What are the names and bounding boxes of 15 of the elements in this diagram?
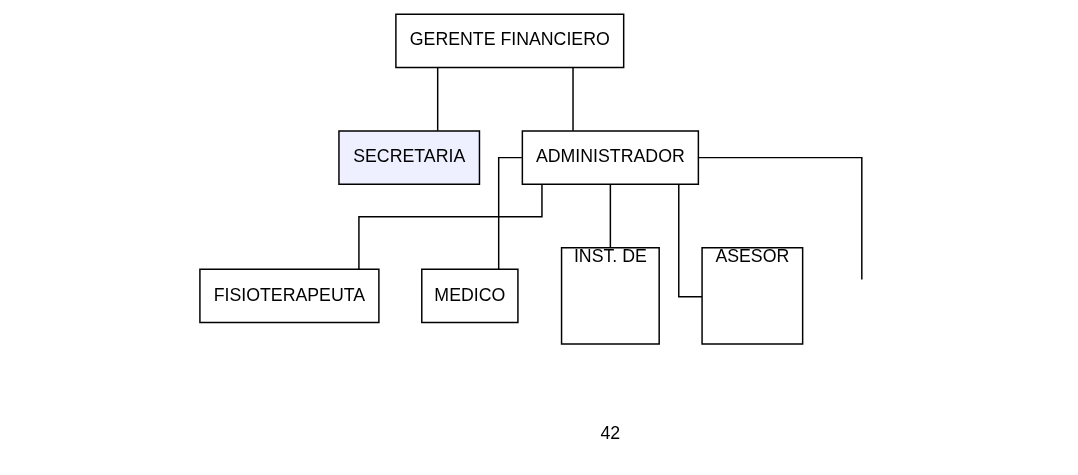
connector (436, 67, 439, 132)
node-box: SECRETARIA (338, 130, 481, 185)
connector (572, 67, 574, 132)
connector (497, 156, 523, 270)
node-box: FISIOTERAPEUTA (199, 268, 380, 324)
node-box: ASESOR (701, 247, 804, 345)
connector (678, 183, 703, 298)
node-box: MEDICO (421, 268, 519, 324)
connector (698, 156, 863, 281)
label: 42 (600, 422, 621, 443)
connector (358, 183, 543, 270)
connector (609, 183, 612, 249)
node-box: INST. DE (560, 247, 660, 345)
node-box: GERENTE FINANCIERO (395, 13, 625, 69)
node-box: ADMINISTRADOR (521, 130, 700, 185)
